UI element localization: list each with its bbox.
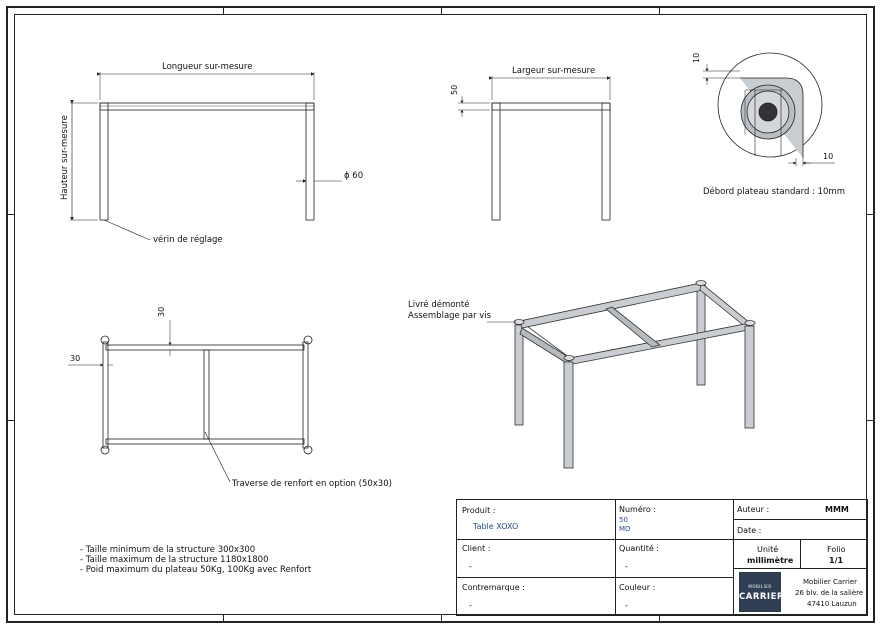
cell-numero: [616, 500, 734, 540]
cell-couleur: [616, 578, 734, 616]
note-line: - Poid maximum du plateau 50Kg, 100Kg av…: [80, 565, 312, 575]
client-value: -: [469, 562, 472, 571]
spec-notes: - Taille minimum de la structure 300x300…: [80, 545, 311, 575]
length-label: Longueur sur-mesure: [162, 62, 253, 72]
crossbar-note: Traverse de renfort en option (50x30): [232, 479, 392, 489]
contremarque-label: Contremarque :: [462, 583, 525, 592]
frame-tick: [441, 615, 442, 623]
frame-tick: [659, 6, 660, 14]
cell-company: [734, 569, 868, 616]
unite-label: Unité: [757, 545, 779, 554]
company-name: Mobilier Carrier: [803, 578, 857, 586]
isometric-view: [487, 280, 756, 469]
frame-tick: [659, 615, 660, 623]
produit-label: Produit :: [462, 506, 496, 515]
side-view: [458, 76, 611, 221]
note-line: - Taille maximum de la structure 1180x18…: [80, 555, 269, 565]
cell-quantite: [616, 540, 734, 578]
dim-10-right-label: 10: [823, 152, 834, 161]
top-view: [68, 320, 313, 483]
couleur-label: Couleur :: [619, 583, 656, 592]
title-block: Produit : Table XOXO Numéro : 50 MO Aute…: [456, 499, 868, 616]
frame-tick: [441, 6, 442, 14]
front-view: [70, 72, 342, 241]
company-logo: MOBILIER CARRIER: [739, 572, 784, 612]
contremarque-value: -: [469, 601, 472, 610]
delivery-note: Livré démonté: [408, 300, 470, 310]
numero-value-2: MO: [619, 525, 631, 533]
frame-tick: [223, 615, 224, 623]
auteur-label: Auteur :: [737, 505, 770, 514]
frame-tick: [6, 420, 14, 421]
cell-auteur: [734, 500, 868, 520]
leveler-label: vérin de réglage: [153, 235, 223, 245]
diameter-label: ϕ 60: [344, 171, 364, 181]
numero-value-1: 50: [619, 516, 628, 524]
note-line: - Taille minimum de la structure 300x300: [80, 545, 256, 555]
detail-view: [703, 52, 835, 166]
cell-produit: [457, 500, 616, 540]
dim-10-top-label: 10: [692, 52, 701, 63]
company-address: 26 blv. de la salière: [795, 589, 864, 597]
logo-top-text: MOBILIER: [748, 584, 772, 589]
sheet-inner-border: [14, 14, 867, 615]
numero-label: Numéro :: [619, 505, 657, 514]
dim-30-left-label: 30: [70, 354, 81, 363]
frame-tick: [223, 6, 224, 14]
cell-date: [734, 520, 868, 540]
cell-folio: [801, 540, 868, 569]
width-label: Largeur sur-mesure: [512, 66, 596, 76]
couleur-value: -: [625, 601, 628, 610]
height-label: Hauteur sur-mesure: [60, 115, 70, 200]
frame-tick: [867, 214, 875, 215]
frame-tick: [867, 420, 875, 421]
assembly-note: Assemblage par vis: [408, 311, 492, 321]
date-label: Date :: [737, 526, 762, 535]
folio-label: Folio: [827, 545, 846, 554]
cell-contremarque: [457, 578, 616, 616]
cell-client: [457, 540, 616, 578]
cell-unite: [734, 540, 801, 569]
logo-main-text: CARRIER: [739, 592, 784, 602]
produit-value: Table XOXO: [473, 522, 519, 531]
overhang-note: Débord plateau standard : 10mm: [703, 187, 845, 197]
quantite-label: Quantité :: [619, 544, 659, 553]
company-city: 47410 Lauzun: [807, 600, 857, 608]
dim-30-top-label: 30: [157, 306, 166, 317]
unite-value: millimètre: [747, 556, 794, 565]
frame-tick: [6, 214, 14, 215]
client-label: Client :: [462, 544, 491, 553]
quantite-value: -: [625, 562, 628, 571]
sheet-outer-border: [6, 6, 875, 623]
dim-50-label: 50: [450, 84, 459, 95]
folio-value: 1/1: [829, 556, 844, 565]
auteur-value: MMM: [825, 505, 849, 514]
